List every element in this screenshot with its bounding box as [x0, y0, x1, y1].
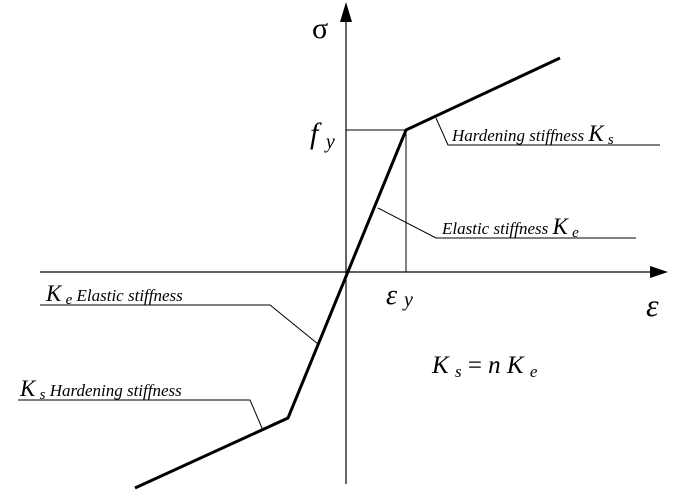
yield-strain-subscript: y — [402, 289, 413, 311]
elastic-upper-leader — [377, 207, 636, 239]
elastic-lower-symbol: K — [45, 281, 63, 306]
elastic-upper-text: Elastic stiffness — [441, 219, 553, 238]
elastic-lower-text: Elastic stiffness — [76, 286, 184, 305]
hardening-upper-subscript: s — [608, 132, 614, 148]
elastic-lower-leader — [40, 304, 319, 345]
formula-coef: n — [488, 352, 501, 379]
formula-lhs-symbol: K — [431, 352, 450, 379]
yield-stress-label: f y — [310, 117, 335, 153]
yield-stress-subscript: y — [324, 131, 335, 153]
hardening-upper-symbol: K — [587, 121, 605, 146]
elastic-lower-subscript: e — [66, 292, 73, 308]
formula-rhs-symbol: K — [506, 352, 525, 379]
formula-equals: = — [468, 352, 488, 379]
bilinear-curve — [134, 56, 561, 490]
hardening-lower-text: Hardening stiffness — [49, 381, 182, 400]
yield-stress-symbol: f — [310, 117, 322, 150]
hardening-lower-subscript: s — [40, 387, 46, 403]
elastic-upper-symbol: K — [552, 214, 570, 239]
elastic-upper-subscript: e — [572, 225, 579, 241]
hardening-lower-label: K s Hardening stiffness — [19, 376, 182, 403]
hardening-lower-symbol: K — [19, 376, 37, 401]
yield-strain-label: ε y — [386, 280, 413, 311]
y-axis-arrow — [340, 2, 352, 22]
x-axis-label: ε — [646, 287, 659, 323]
stiffness-formula: K s = n K e — [431, 352, 538, 383]
y-axis-label: σ — [312, 12, 328, 45]
formula-rhs-subscript: e — [530, 362, 538, 381]
hardening-lower-leader — [18, 399, 263, 429]
elastic-lower-label: K e Elastic stiffness — [45, 281, 183, 308]
x-axis-arrow — [650, 266, 668, 278]
elastic-upper-label: Elastic stiffness K e — [441, 214, 579, 241]
hardening-upper-label: Hardening stiffness K s — [451, 121, 614, 148]
hardening-upper-text: Hardening stiffness — [451, 126, 588, 145]
formula-lhs-subscript: s — [455, 362, 462, 381]
hardening-upper-leader — [435, 117, 660, 146]
yield-strain-symbol: ε — [386, 280, 397, 311]
